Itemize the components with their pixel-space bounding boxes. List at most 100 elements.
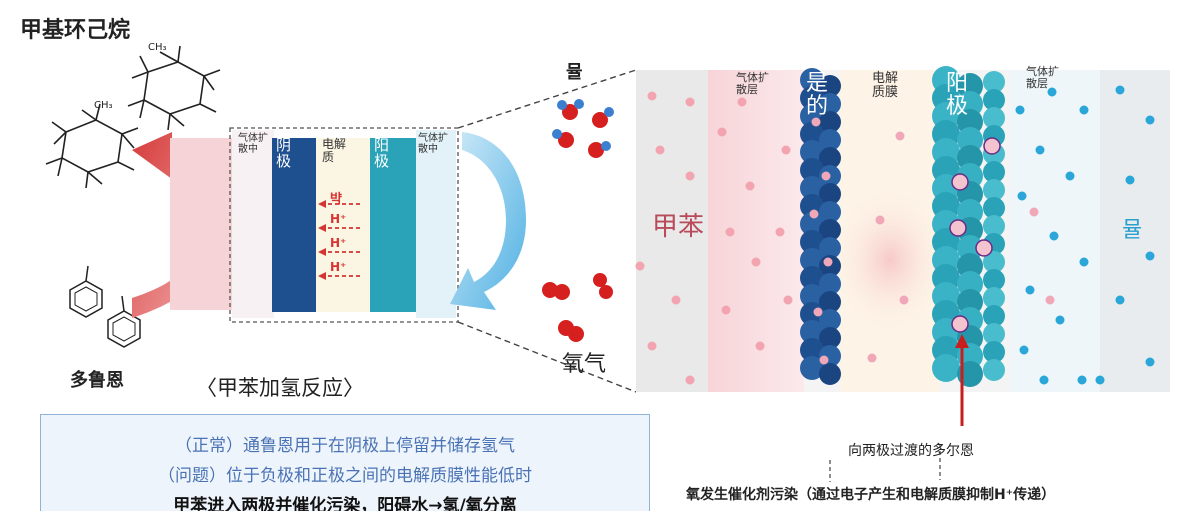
cathode-sphere [819,93,841,115]
right-cathode-label: 是的 [806,71,829,120]
migrated-dot [819,355,829,365]
water-dots [1015,85,1155,385]
anode-label: 阳极 [374,136,390,170]
cathode-sphere [819,147,841,169]
cathode-sphere [819,237,841,259]
water-dot [1049,231,1059,241]
anode-sphere [957,109,983,135]
pink-backdrop-left [170,138,234,310]
h-plus-label-2: H⁺ [330,236,347,250]
water-dot [1145,115,1155,125]
cathode-sphere [819,111,841,133]
water-dot [1077,375,1087,385]
toluene-dot [755,341,765,351]
contaminant-dot [949,219,967,237]
cathode-sphere [800,284,824,308]
anode-sphere [957,145,983,171]
anode-sphere [983,215,1005,237]
cathode-sphere [800,122,824,146]
anode-sphere [957,91,983,117]
migrated-dot [809,209,819,219]
anode-sphere [957,127,983,153]
cathode-sphere [819,219,841,241]
anode-sphere [983,323,1005,345]
contaminant-dot [975,239,993,257]
reaction-caption: 〈甲苯加氢反应〉 [196,376,364,400]
cathode-layer [272,138,316,312]
toluene-dot [647,91,657,101]
zoom-gray-left [636,70,708,392]
anode-sphere [983,161,1005,183]
migrated-dot [867,353,877,363]
cathode-sphere [800,230,824,254]
migrated-dot [875,215,885,225]
water-dot [1145,251,1155,261]
cathode-sphere [800,158,824,182]
toluene-dot [685,171,695,181]
toluene-dot [737,97,747,107]
toluene-molecule-lower [107,295,141,348]
cathode-sphere [819,363,841,385]
cathode-sphere [800,212,824,236]
contaminant-dot [983,137,1001,155]
migrated-dot [813,307,823,317]
right-gas-layer-left-label: 气体扩散层 [736,71,769,96]
migrated-dot [1045,295,1055,305]
water-dot [1115,85,1125,95]
cathode-particle-column [800,68,841,385]
water-dot [1095,375,1105,385]
right-water-label: 뮬 [1122,218,1143,243]
migrated-dot [821,171,831,181]
water-dot [1079,105,1089,115]
cell-dashed-frame [229,127,459,323]
toluene-dot [685,97,695,107]
h-plus-label-3: H⁺ [330,260,347,274]
water-dot [1055,315,1065,325]
cathode-sphere [800,68,824,92]
pointer-arrow-head [955,334,969,348]
migrated-dot [1029,207,1039,217]
gas-diffusion-left-layer [232,130,274,318]
toluene-dot [781,145,791,155]
anode-sphere [983,287,1005,309]
cathode-sphere [819,273,841,295]
electrolyte-label: 电解质 [322,137,347,164]
water-dot [1047,87,1057,97]
water-dot [1035,145,1045,155]
water-dot [1125,175,1135,185]
anode-sphere [957,253,983,279]
gas-diffusion-right-label: 气体扩散中 [418,133,448,155]
anode-sphere [983,269,1005,291]
methylcyclohexane-molecule-top [127,45,221,131]
h-plus-label-0: 뱍 [330,192,342,207]
anode-sphere [983,359,1005,381]
gas-diffusion-left-label: 气体扩散中 [238,133,268,155]
anode-sphere [983,107,1005,129]
cathode-sphere [800,176,824,200]
anode-sphere [983,71,1005,93]
h-plus-arrows [318,200,360,280]
toluene-dot [655,145,665,155]
water-dot [1145,357,1155,367]
contamination-mist [832,188,948,332]
anode-sphere [983,305,1005,327]
toluene-dot [751,257,761,267]
cathode-sphere [819,129,841,151]
toluene-dot [725,227,735,237]
migrated-toluene-dots [809,117,1055,365]
water-dot [1019,345,1029,355]
methyl-label-lower: CH₃ [94,100,113,111]
toluene-dot [647,341,657,351]
gas-diffusion-right-layer [416,130,456,318]
toluene-dot [783,295,793,305]
cathode-sphere [819,183,841,205]
anode-sphere [983,341,1005,363]
migrated-dot [895,131,905,141]
water-dot [1079,257,1089,267]
cathode-sphere [800,86,824,110]
anode-sphere [983,251,1005,273]
water-label-left: 뮬 [566,62,583,83]
info-line-consequence: 甲苯进入两极并催化污染，阳碍水→氢/氧分离 [173,496,517,511]
water-molecules [552,99,614,158]
